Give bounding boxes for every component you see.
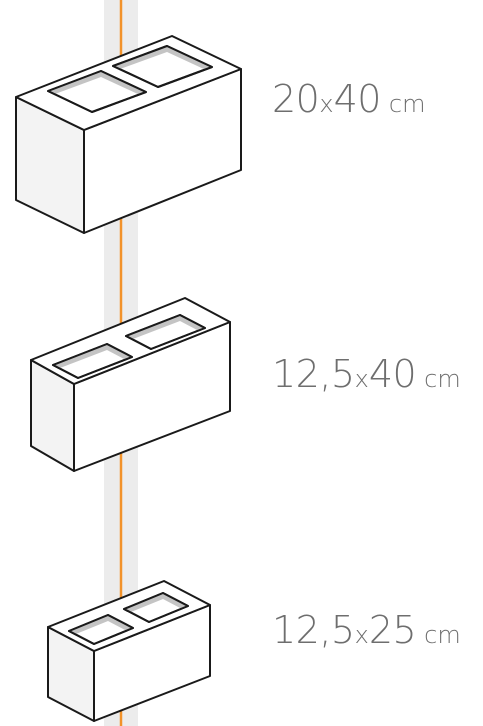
block-3-separator: x [354,621,369,649]
block-3-width: 12,5 [272,608,355,652]
block-3-cavity-right [123,592,189,623]
block-2-length: 40 [368,352,417,396]
block-1-unit: cm [388,90,426,118]
block-3-length: 25 [368,608,417,652]
block-20x40 [15,35,242,234]
block-12-5x25 [47,580,211,722]
block-2-cavity-right [125,314,206,350]
block-1-width: 20 [272,77,320,121]
block-3-cavity-left [68,614,134,645]
block-1-length: 40 [333,77,382,121]
block-1-cavity-left [47,70,147,113]
block-12-5x40 [30,297,231,472]
block-1-cavity-right [112,45,213,88]
block-2-separator: x [354,365,369,393]
block-3-unit: cm [424,621,461,649]
block-2-width: 12,5 [272,352,355,396]
block-2-cavity-left [52,343,133,379]
block-2-unit: cm [424,365,461,393]
block-1-separator: x [319,90,334,118]
